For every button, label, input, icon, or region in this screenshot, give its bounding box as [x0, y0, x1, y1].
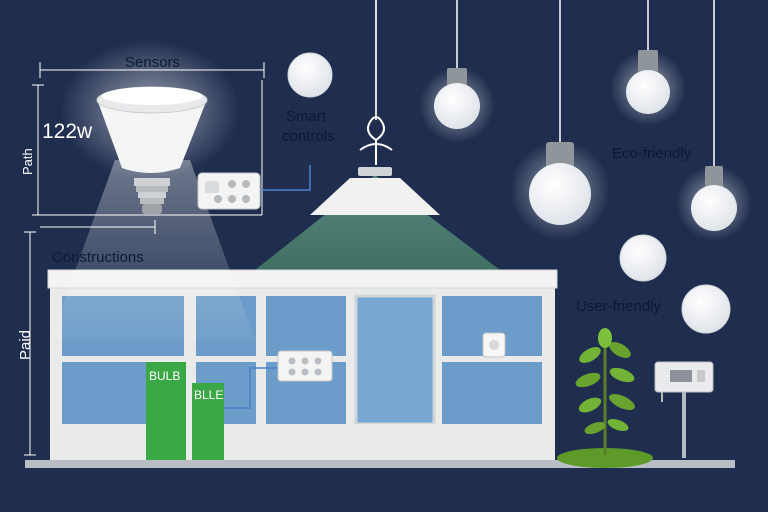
window: [266, 296, 346, 356]
post-sensor-device: [654, 361, 714, 458]
window: [442, 362, 542, 424]
led-spot-bulb-icon: [60, 40, 240, 214]
pendant-lamp-icon: [359, 0, 393, 165]
label-sensors: Sensors: [125, 54, 180, 71]
smart-control-panel: [197, 172, 261, 210]
label-wattage: 122w: [42, 120, 93, 143]
smart-control-wire: [260, 165, 311, 191]
bulb-sign-tall-label: BULB: [149, 369, 180, 383]
control-panel-building: [277, 350, 333, 382]
label-paid-vertical: Paid: [17, 330, 34, 360]
hanging-bulb-icon: [419, 0, 495, 143]
control-wire: [224, 367, 280, 409]
plant-icon: [557, 328, 653, 468]
ground-line: [25, 460, 735, 468]
label-smart-controls-line2: controls: [282, 128, 335, 145]
bulb-sign-short: BLLE: [192, 383, 224, 460]
sensor-sphere: [287, 52, 333, 98]
label-path-vertical: Path: [20, 148, 35, 175]
floating-sphere: [619, 234, 667, 282]
hanging-bulb-icon: [510, 0, 610, 240]
building: [47, 269, 558, 460]
label-smart-controls-line1: Smart: [286, 108, 327, 125]
door: [354, 294, 436, 426]
label-user-friendly: User-friendly: [576, 298, 662, 315]
bulb-sign-tall: BULB: [146, 362, 186, 460]
label-eco-friendly: Eco-friendly: [612, 145, 692, 162]
dimension-lines: [24, 62, 265, 456]
floating-sphere: [681, 284, 731, 334]
label-constructions: Constructions: [52, 249, 144, 266]
hanging-bulb-icon: [676, 0, 752, 241]
hanging-bulb-icon: [610, 0, 686, 126]
bulb-sign-short-label: BLLE: [194, 388, 223, 402]
roof: [255, 167, 500, 270]
